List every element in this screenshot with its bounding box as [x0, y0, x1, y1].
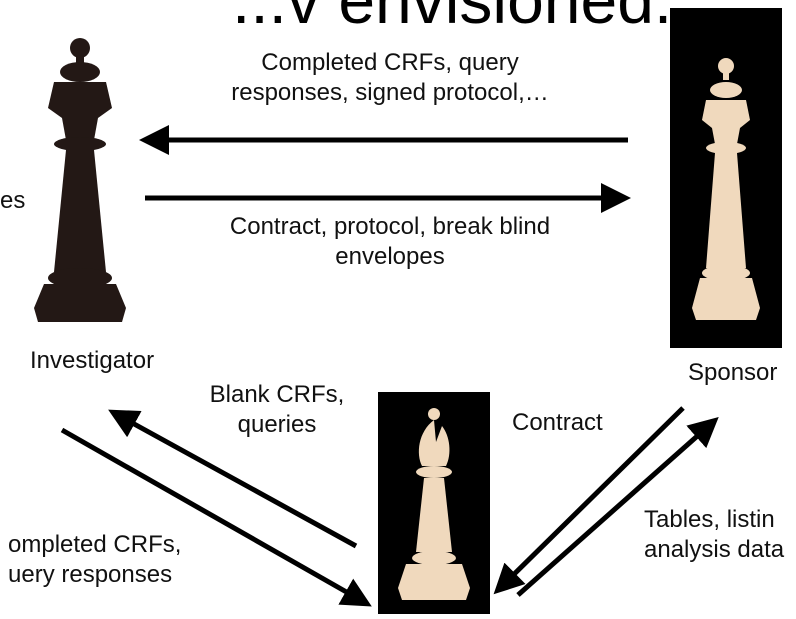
- chess-queen-icon: [34, 38, 126, 322]
- arrow-middle-to-sponsor: [516, 417, 719, 597]
- arrow-sponsor-to-middle: [493, 406, 685, 595]
- edge-label-middle-to-sponsor: Tables, listin analysis data: [644, 506, 785, 563]
- chess-queen-icon: [692, 58, 760, 320]
- node-label-investigator: Investigator: [30, 347, 155, 374]
- edge-label-sponsor-to-investigator: Completed CRFs, query responses, signed …: [231, 49, 549, 106]
- edge-label-sponsor-to-middle: Contract: [512, 409, 603, 436]
- arrow-investigator-to-middle: [60, 427, 372, 607]
- arrow-middle-to-investigator: [108, 409, 358, 549]
- chess-bishop-icon: [398, 408, 470, 600]
- node-label-sponsor: Sponsor: [688, 359, 778, 386]
- edge-label-middle-to-investigator: Blank CRFs, queries: [209, 381, 345, 438]
- page-title: ...v envisioned...: [232, 0, 709, 37]
- edge-label-investigator-to-middle: ompleted CRFs, uery responses: [8, 531, 182, 588]
- edge-label-investigator-to-sponsor: Contract, protocol, break blind envelope…: [229, 213, 551, 270]
- edge-label-left-fragment: es: [0, 187, 26, 214]
